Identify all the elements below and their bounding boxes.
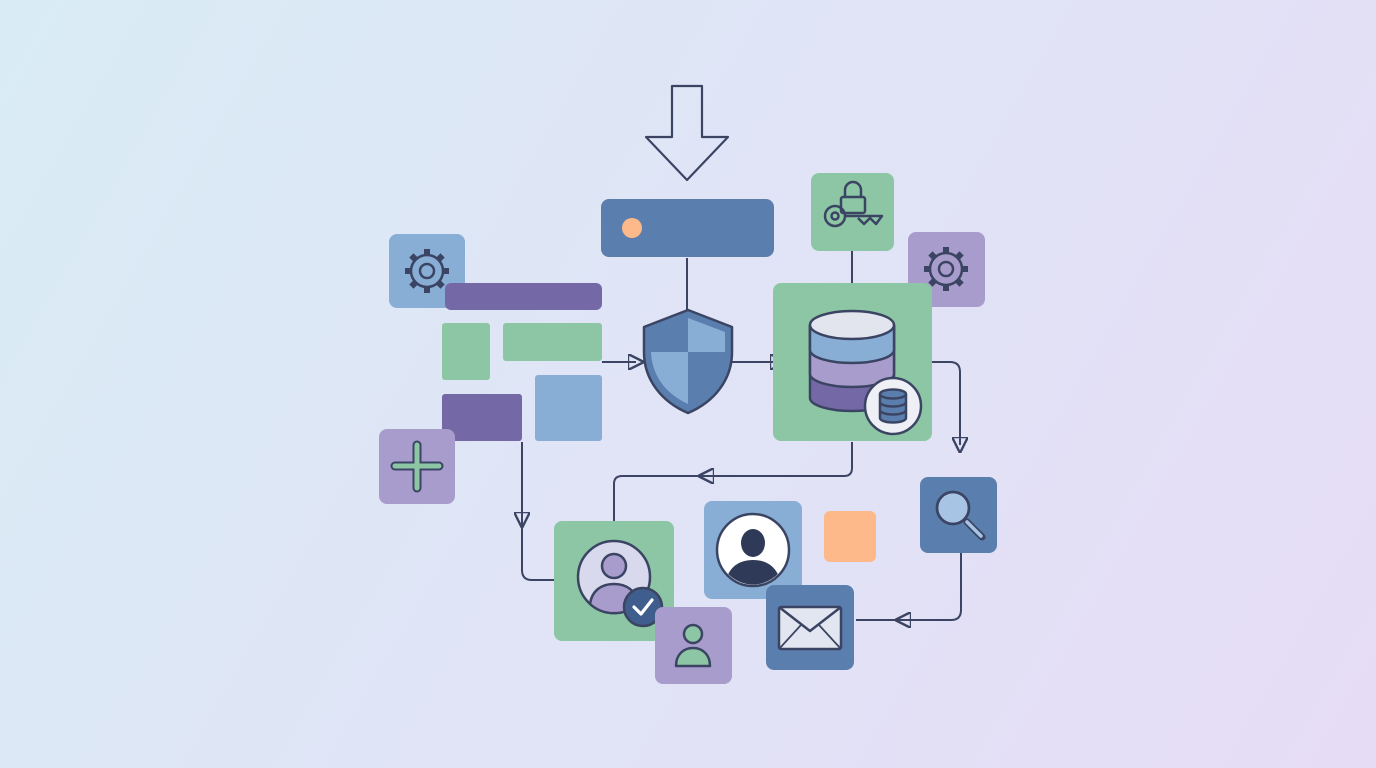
block-purple-top — [445, 283, 602, 310]
block-purple-bottom — [442, 394, 522, 441]
block-green-small — [442, 323, 490, 380]
key-lock-tile — [811, 173, 894, 251]
gear-icon — [924, 247, 968, 291]
database-tile — [773, 283, 932, 441]
search-tile — [920, 477, 997, 553]
mail-icon — [777, 605, 843, 651]
user-check-icon — [576, 539, 664, 628]
connector-blocks-to-user-check — [521, 442, 555, 581]
mail-tile — [766, 585, 854, 670]
input-bar-dot — [622, 218, 642, 238]
connectors — [522, 251, 961, 620]
avatar-tile — [704, 501, 802, 599]
connector-search-to-mail — [905, 553, 962, 621]
connector-database-to-search — [932, 361, 960, 445]
database-badge — [863, 376, 923, 436]
key-lock-icon — [823, 180, 884, 228]
input-bar — [601, 199, 774, 257]
user-tile — [655, 607, 732, 684]
block-cluster — [442, 283, 602, 441]
user-icon — [674, 623, 712, 668]
block-blue — [535, 375, 602, 441]
search-icon — [935, 490, 986, 541]
shield-icon — [642, 308, 734, 415]
plus-tile — [379, 429, 455, 504]
user-check-tile — [554, 521, 674, 641]
down-arrow-icon — [644, 84, 730, 182]
user-avatar-icon — [715, 512, 791, 588]
gear-icon — [405, 249, 449, 293]
accent-square — [824, 511, 876, 562]
block-green-wide — [503, 323, 602, 361]
